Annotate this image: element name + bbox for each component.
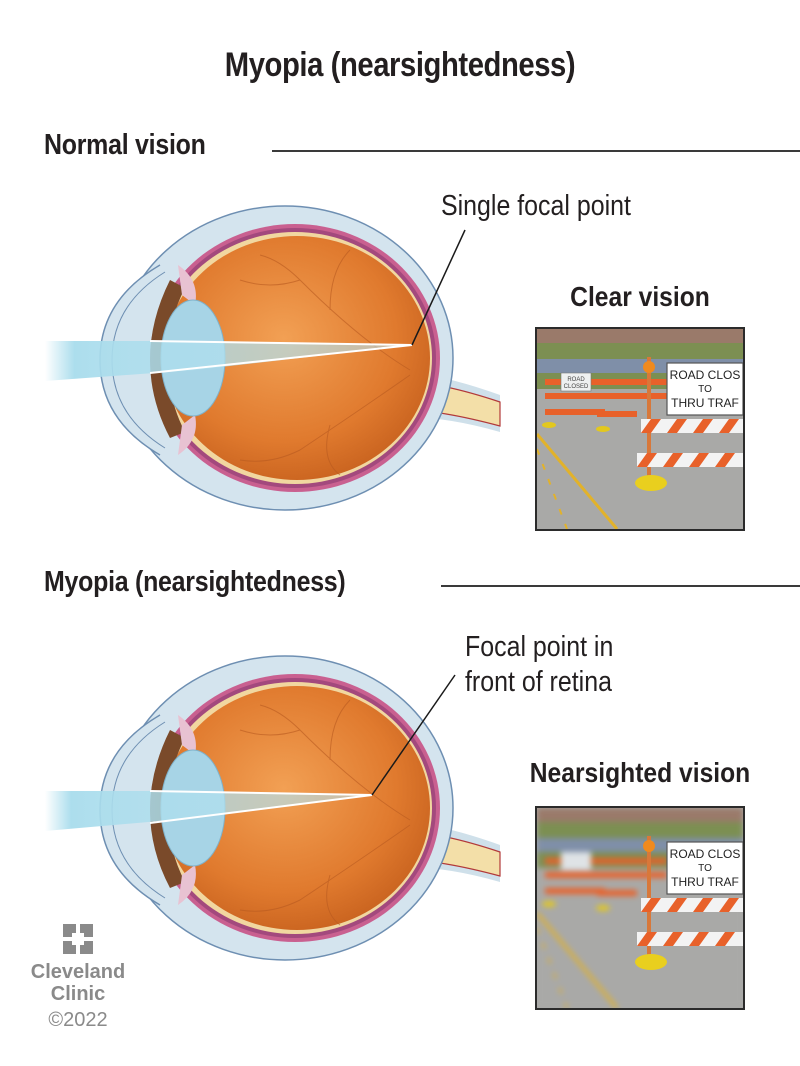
photo-label-clear: Clear vision: [570, 281, 710, 312]
svg-text:ROAD CLOS: ROAD CLOS: [670, 368, 741, 382]
callout-single-focal-point: Single focal point: [441, 190, 631, 222]
section-heading-normal: Normal vision: [44, 129, 206, 161]
photo-nearsighted-vision: ROAD CLOS TO THRU TRAF: [535, 806, 745, 1010]
svg-text:TO: TO: [698, 384, 712, 395]
svg-text:CLOSED: CLOSED: [564, 384, 589, 390]
eye-illustration-myopia: [45, 655, 501, 961]
callout-line-1: Focal point in: [465, 631, 614, 663]
callout-line-2: front of retina: [465, 666, 612, 698]
photo-label-nearsighted: Nearsighted vision: [529, 757, 751, 788]
logo-line-2: Clinic: [50, 983, 106, 1005]
page-title: Myopia (nearsightedness): [224, 46, 576, 84]
cleveland-clinic-logo: Cleveland Clinic ©2022: [28, 924, 128, 1033]
svg-text:TO: TO: [698, 863, 712, 874]
small-sign-text: ROAD: [567, 377, 585, 383]
section-heading-myopia: Myopia (nearsightedness): [44, 566, 346, 598]
eye-illustration-normal: [45, 205, 501, 511]
svg-text:THRU TRAF: THRU TRAF: [671, 396, 739, 410]
section-divider: [441, 585, 800, 587]
cleveland-clinic-cross-icon: [63, 924, 93, 954]
section-divider: [272, 150, 800, 152]
callout-focal-point-front: Focal point in front of retina: [465, 630, 613, 700]
svg-text:ROAD CLOS: ROAD CLOS: [670, 847, 741, 861]
photo-clear-vision: ROAD CLOSED ROAD CLOS TO THRU TRAF: [535, 327, 745, 531]
copyright: ©2022: [48, 1009, 108, 1031]
svg-text:THRU TRAF: THRU TRAF: [671, 875, 739, 889]
logo-line-1: Cleveland: [30, 961, 126, 983]
